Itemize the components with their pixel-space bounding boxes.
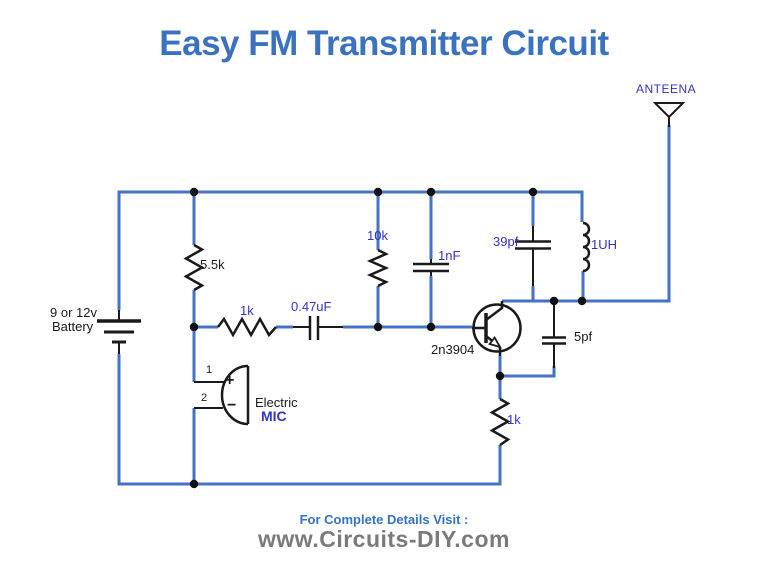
battery-voltage-label: 9 or 12v xyxy=(50,305,97,320)
junction-dot xyxy=(549,296,559,306)
page-title: Easy FM Transmitter Circuit xyxy=(159,24,609,63)
junction-dot xyxy=(373,187,383,197)
capacitor-047uf xyxy=(293,316,343,340)
transistor-2n3904 xyxy=(472,301,522,356)
capacitor-5pf xyxy=(542,303,566,368)
mic-name-line2: MIC xyxy=(261,408,287,424)
transistor-label: 2n3904 xyxy=(431,342,475,357)
wire-c5pf-bottom xyxy=(500,366,556,378)
junction-dot xyxy=(373,322,383,332)
junction-dot xyxy=(577,296,587,306)
resistor-10k xyxy=(366,248,390,288)
inductor-1uh-label: 1UH xyxy=(591,237,618,252)
battery-name-label: Battery xyxy=(52,319,94,334)
capacitor-1nf-label: 1nF xyxy=(438,248,461,263)
wire-bottom-rail xyxy=(117,354,502,486)
resistor-1k-emitter xyxy=(489,397,511,447)
junction-dot xyxy=(426,187,436,197)
wires xyxy=(117,125,671,486)
antenna-icon xyxy=(652,102,686,127)
capacitor-5pf-label: 5pf xyxy=(574,329,593,344)
resistor-55k xyxy=(183,243,205,292)
junction-dot xyxy=(495,371,505,381)
mic-symbol xyxy=(194,364,250,426)
resistor-10k-label: 10k xyxy=(367,228,388,243)
components xyxy=(97,102,686,447)
resistor-1k-base xyxy=(217,316,277,338)
resistor-1k-base-label: 1k xyxy=(240,303,254,318)
inductor-1uh xyxy=(582,221,591,273)
mic-pin1-label: 1 xyxy=(206,364,213,376)
junction-dot xyxy=(528,187,538,197)
capacitor-1nf xyxy=(413,259,449,276)
resistor-55k-label: 5.5k xyxy=(200,257,225,272)
junction-dot xyxy=(426,322,436,332)
junction-dot xyxy=(189,187,199,197)
mic-pin2-label: 2 xyxy=(201,392,208,404)
mic-plus-sign: + xyxy=(225,372,235,389)
junction-dot xyxy=(189,479,199,489)
wire-tank-node xyxy=(502,125,671,303)
junction-dots xyxy=(189,187,587,489)
footer-details-text: For Complete Details Visit : xyxy=(299,512,469,527)
wire-top-rail xyxy=(117,190,584,310)
capacitor-047uf-label: 0.47uF xyxy=(291,299,332,314)
mic-minus-sign: − xyxy=(227,397,237,414)
mic-name-line1: Electric xyxy=(255,395,298,410)
capacitor-39pf xyxy=(515,226,551,286)
antenna-label: ANTEENA xyxy=(636,82,697,96)
battery-symbol xyxy=(97,310,141,354)
capacitor-39pf-label: 39pf xyxy=(493,234,519,249)
resistor-1k-emitter-label: 1k xyxy=(507,412,521,427)
junction-dot xyxy=(189,322,199,332)
footer-website-text: www.Circuits-DIY.com xyxy=(258,526,510,552)
